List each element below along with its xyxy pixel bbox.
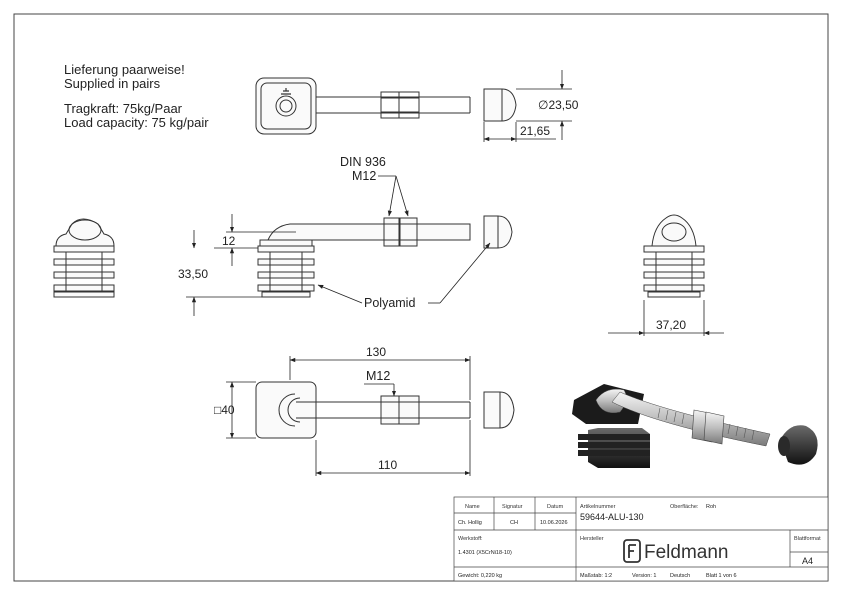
note-capacity-en: Load capacity: 75 kg/pair <box>64 115 209 130</box>
dim-length-130: 130 <box>366 345 386 359</box>
nut-callout <box>378 175 409 217</box>
dim-height-3350: 33,50 <box>178 267 208 281</box>
polyamid-callout <box>317 242 491 304</box>
dim-length-110: 110 <box>378 458 397 472</box>
tb-label-format: Blattformat <box>794 536 821 542</box>
note-delivery-de: Lieferung paarweise! <box>64 62 185 77</box>
title-block <box>453 496 829 582</box>
tb-label-material: Werkstoff: <box>458 536 483 542</box>
label-m12-top: M12 <box>352 169 376 183</box>
label-m12-bottom: M12 <box>366 369 390 383</box>
tb-date: 10.06.2026 <box>540 520 568 526</box>
front-view <box>257 215 513 298</box>
tb-label-date: Datum <box>547 504 564 510</box>
isometric-render <box>572 384 818 468</box>
right-side-view <box>643 214 705 298</box>
dim-height-12: 12 <box>222 234 236 248</box>
tb-format: A4 <box>802 556 813 566</box>
tb-version: Version: 1 <box>632 573 656 579</box>
tb-article-number: 59644-ALU-130 <box>580 512 644 522</box>
note-capacity-de: Tragkraft: 75kg/Paar <box>64 101 183 116</box>
sheet-frame <box>13 13 829 582</box>
tb-label-name: Name <box>465 504 480 510</box>
tb-surface: Roh <box>706 504 716 510</box>
note-delivery-en: Supplied in pairs <box>64 76 161 91</box>
tb-label-article: Artikelnummer <box>580 504 616 510</box>
top-view <box>255 77 517 135</box>
tb-drawn-by: Ch. Hollig <box>458 520 482 526</box>
dim-width-3720: 37,20 <box>656 318 686 332</box>
tb-label-manufacturer: Hersteller <box>580 536 604 542</box>
tb-material: 1.4301 (X5CrNi18-10) <box>458 550 512 556</box>
left-side-view <box>53 218 115 298</box>
label-polyamid: Polyamid <box>364 296 415 310</box>
tb-label-signature: Signatur <box>502 504 523 510</box>
width-dimension <box>608 300 724 336</box>
dim-cap-length: 21,65 <box>520 124 550 138</box>
label-din936: DIN 936 <box>340 155 386 169</box>
bottom-view <box>255 381 515 439</box>
tb-language: Deutsch <box>670 573 690 579</box>
dim-diameter: ∅23,50 <box>538 98 579 112</box>
dim-square-40: □40 <box>214 403 235 417</box>
diameter-dimension <box>516 70 572 140</box>
tb-signature: CH <box>510 520 518 526</box>
feldmann-logo-icon <box>623 539 641 563</box>
tb-sheet: Blatt 1 von 6 <box>706 573 737 579</box>
bottom-view-dimensions <box>226 356 471 476</box>
tb-weight: Gewicht: 0,220 kg <box>458 573 502 579</box>
tb-scale: Maßstab: 1:2 <box>580 573 612 579</box>
cap-length-dimension <box>483 122 556 142</box>
tb-label-surface: Oberfläche: <box>670 504 699 510</box>
height-dimensions <box>186 214 296 316</box>
tb-manufacturer-name: Feldmann <box>644 542 729 563</box>
